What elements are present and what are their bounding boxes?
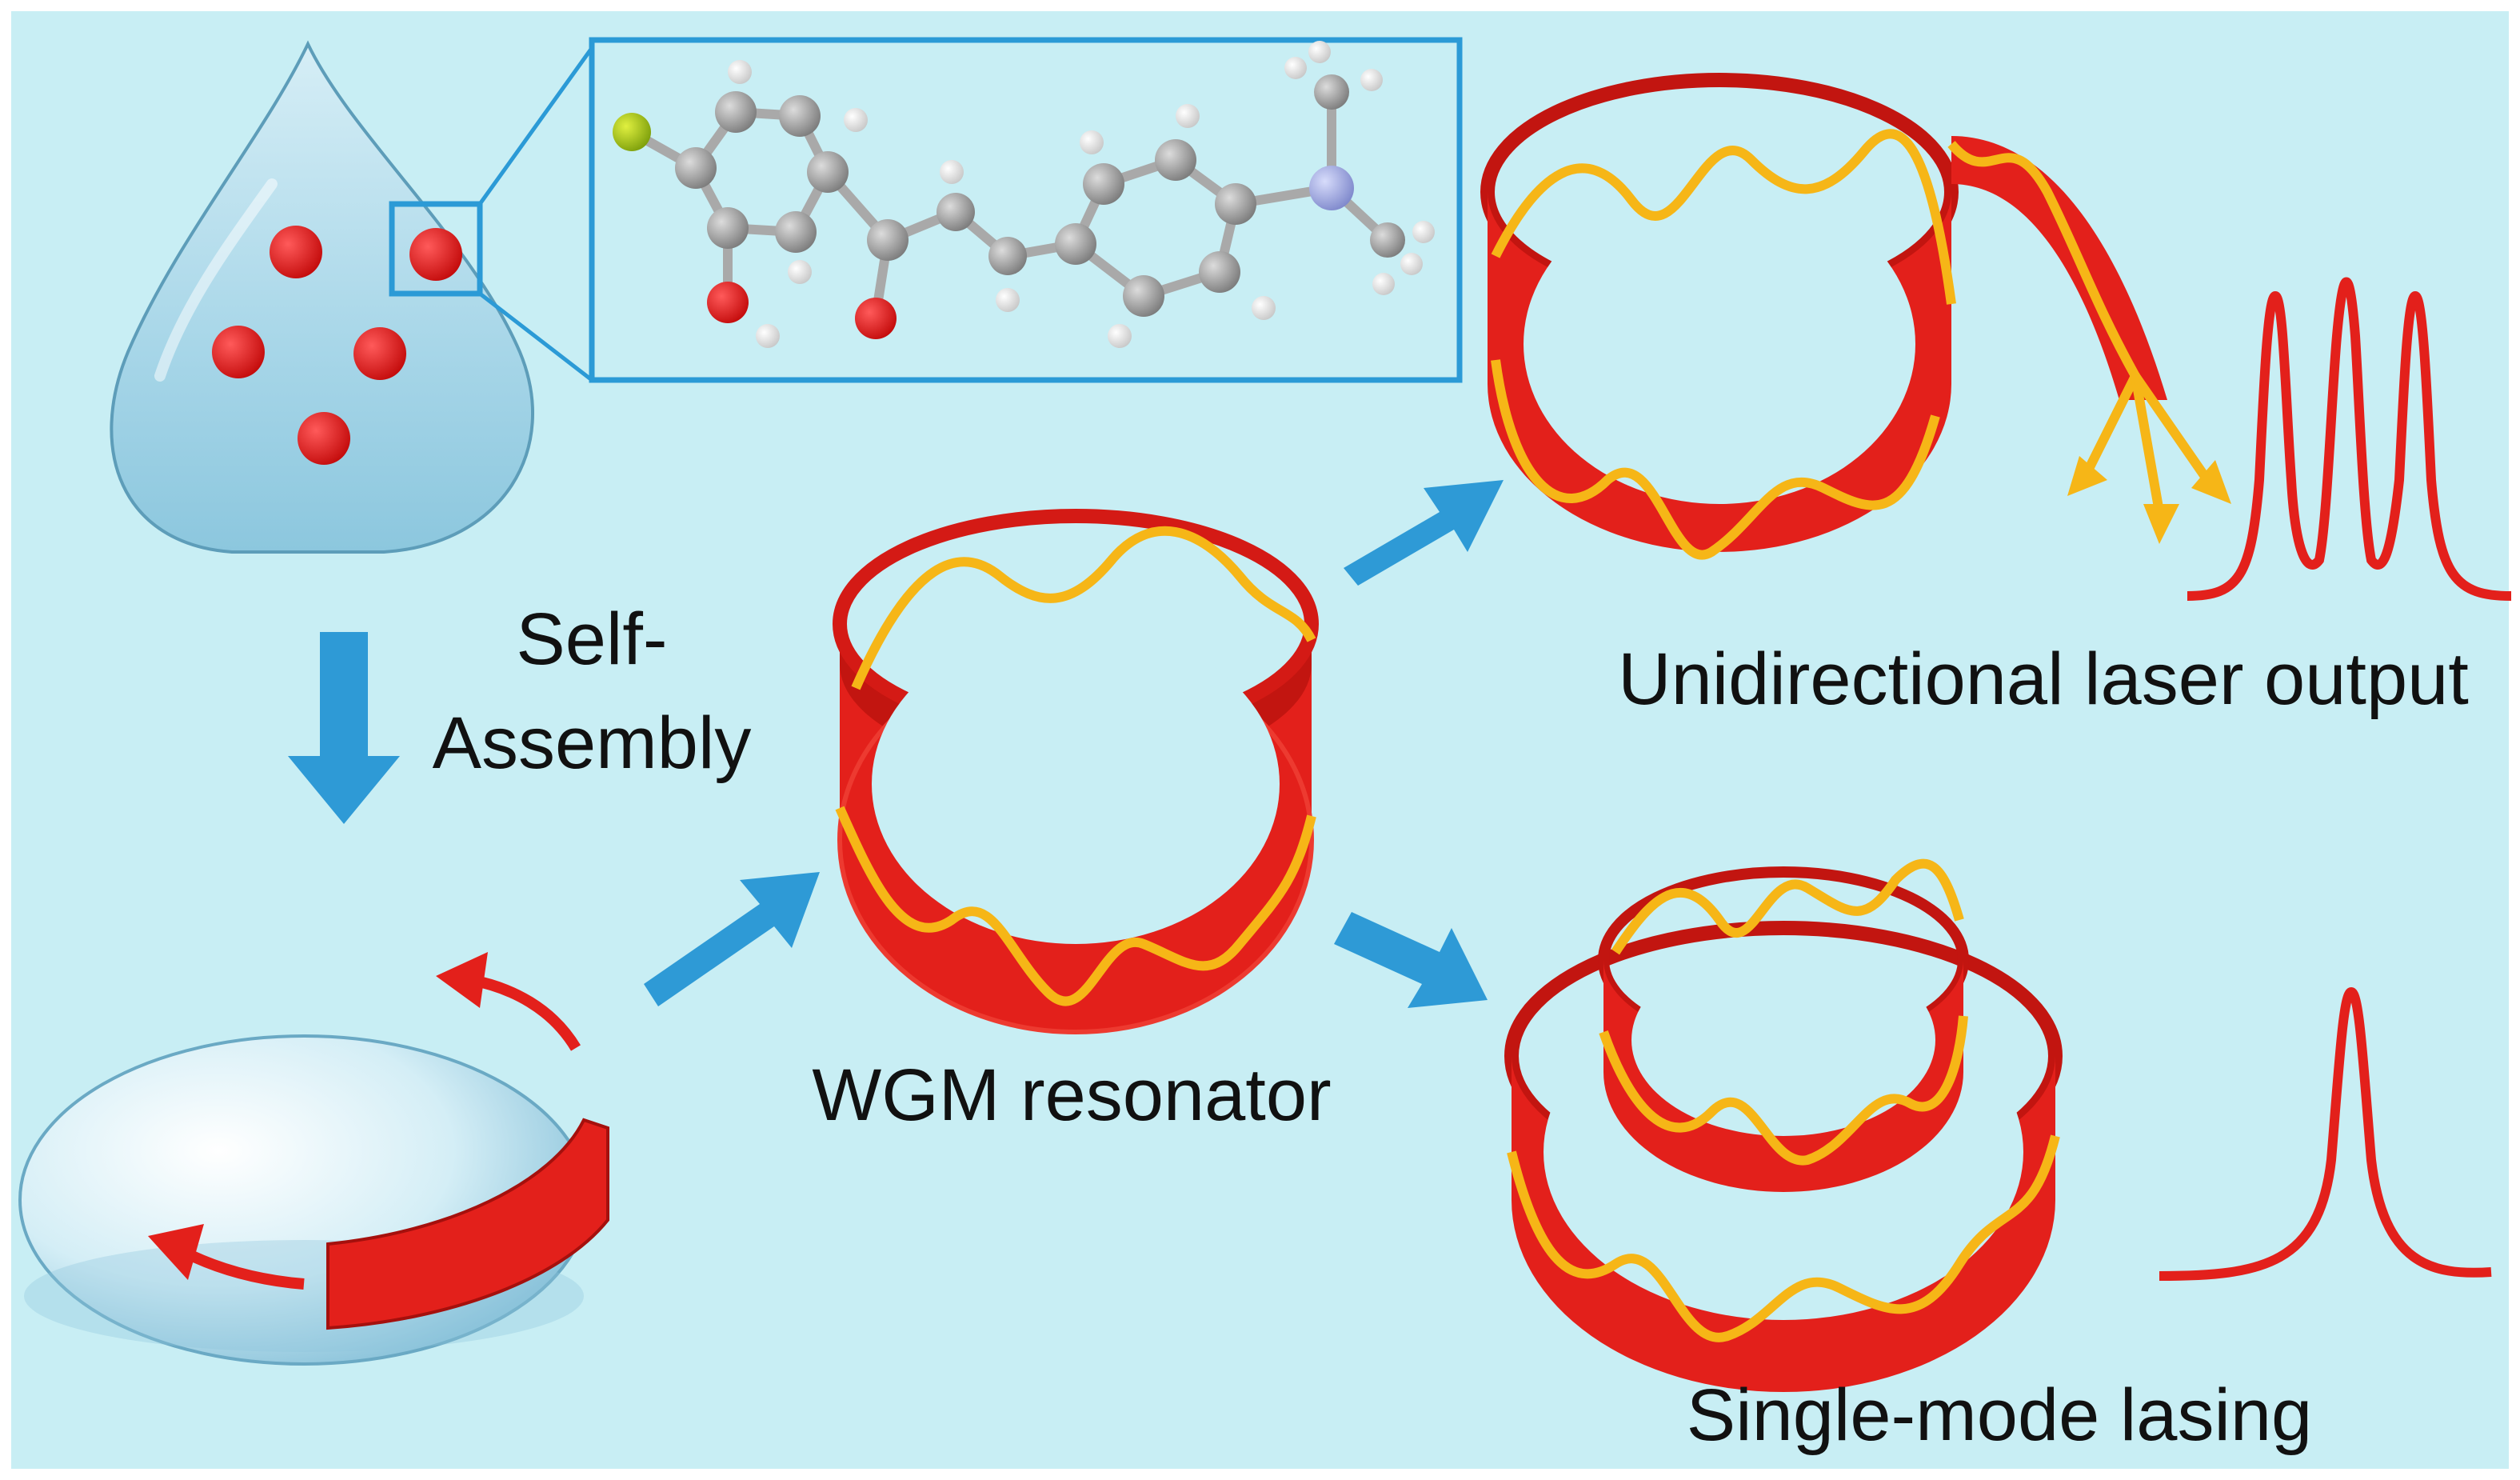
oxygen-atom [855, 298, 897, 339]
zoom-line-top [477, 46, 594, 206]
double-ring-resonator [1504, 858, 2063, 1392]
wgm-ring-resonator [833, 509, 1319, 1034]
beam-arrowhead [2191, 460, 2231, 504]
unidirectional-output-label: Unidirectional laser output [1618, 638, 2469, 720]
arrow-film-to-resonator [644, 872, 820, 1006]
arrow-to-unidirectional [1344, 480, 1504, 586]
dye-molecule-dot [270, 226, 322, 278]
chlorine-atom [613, 113, 651, 151]
nitrogen-atom [1309, 166, 1354, 210]
beam-arrowhead [2143, 504, 2179, 544]
arrow-to-single-mode [1334, 912, 1488, 1008]
evaporating-droplet-film [18, 952, 609, 1366]
single-peak-spectrum [2159, 986, 2492, 1281]
dye-molecule-dot [409, 228, 462, 281]
flow-arrow-top-head [436, 952, 488, 1008]
wgm-resonator-label: WGM resonator [812, 1054, 1331, 1136]
down-arrow [288, 632, 400, 824]
solution-droplet [110, 40, 534, 554]
zoom-line-bottom [478, 292, 593, 382]
self-assembly-label-line2: Assembly [433, 702, 752, 784]
single-mode-lasing-label: Single-mode lasing [1687, 1374, 2312, 1456]
spiral-resonator [1480, 73, 2167, 560]
flow-arrow-bottom-head [148, 1224, 204, 1280]
molecule-inset [589, 37, 1463, 383]
emitted-laser-beams [2083, 371, 2212, 517]
oxygen-atom [707, 282, 749, 323]
self-assembly-label-line1: Self- [516, 598, 667, 680]
dye-molecule-dot [298, 412, 350, 465]
multi-peak-spectrum [2187, 277, 2512, 601]
flow-arrow-top [470, 974, 581, 1051]
self-assembled-strip [326, 1118, 609, 1330]
dye-molecule-dot [353, 327, 406, 380]
dye-molecule-dot [212, 326, 265, 378]
zoom-highlight-box [389, 201, 483, 297]
beam-arrowhead [2067, 456, 2107, 496]
flow-arrow-bottom [181, 1246, 305, 1290]
